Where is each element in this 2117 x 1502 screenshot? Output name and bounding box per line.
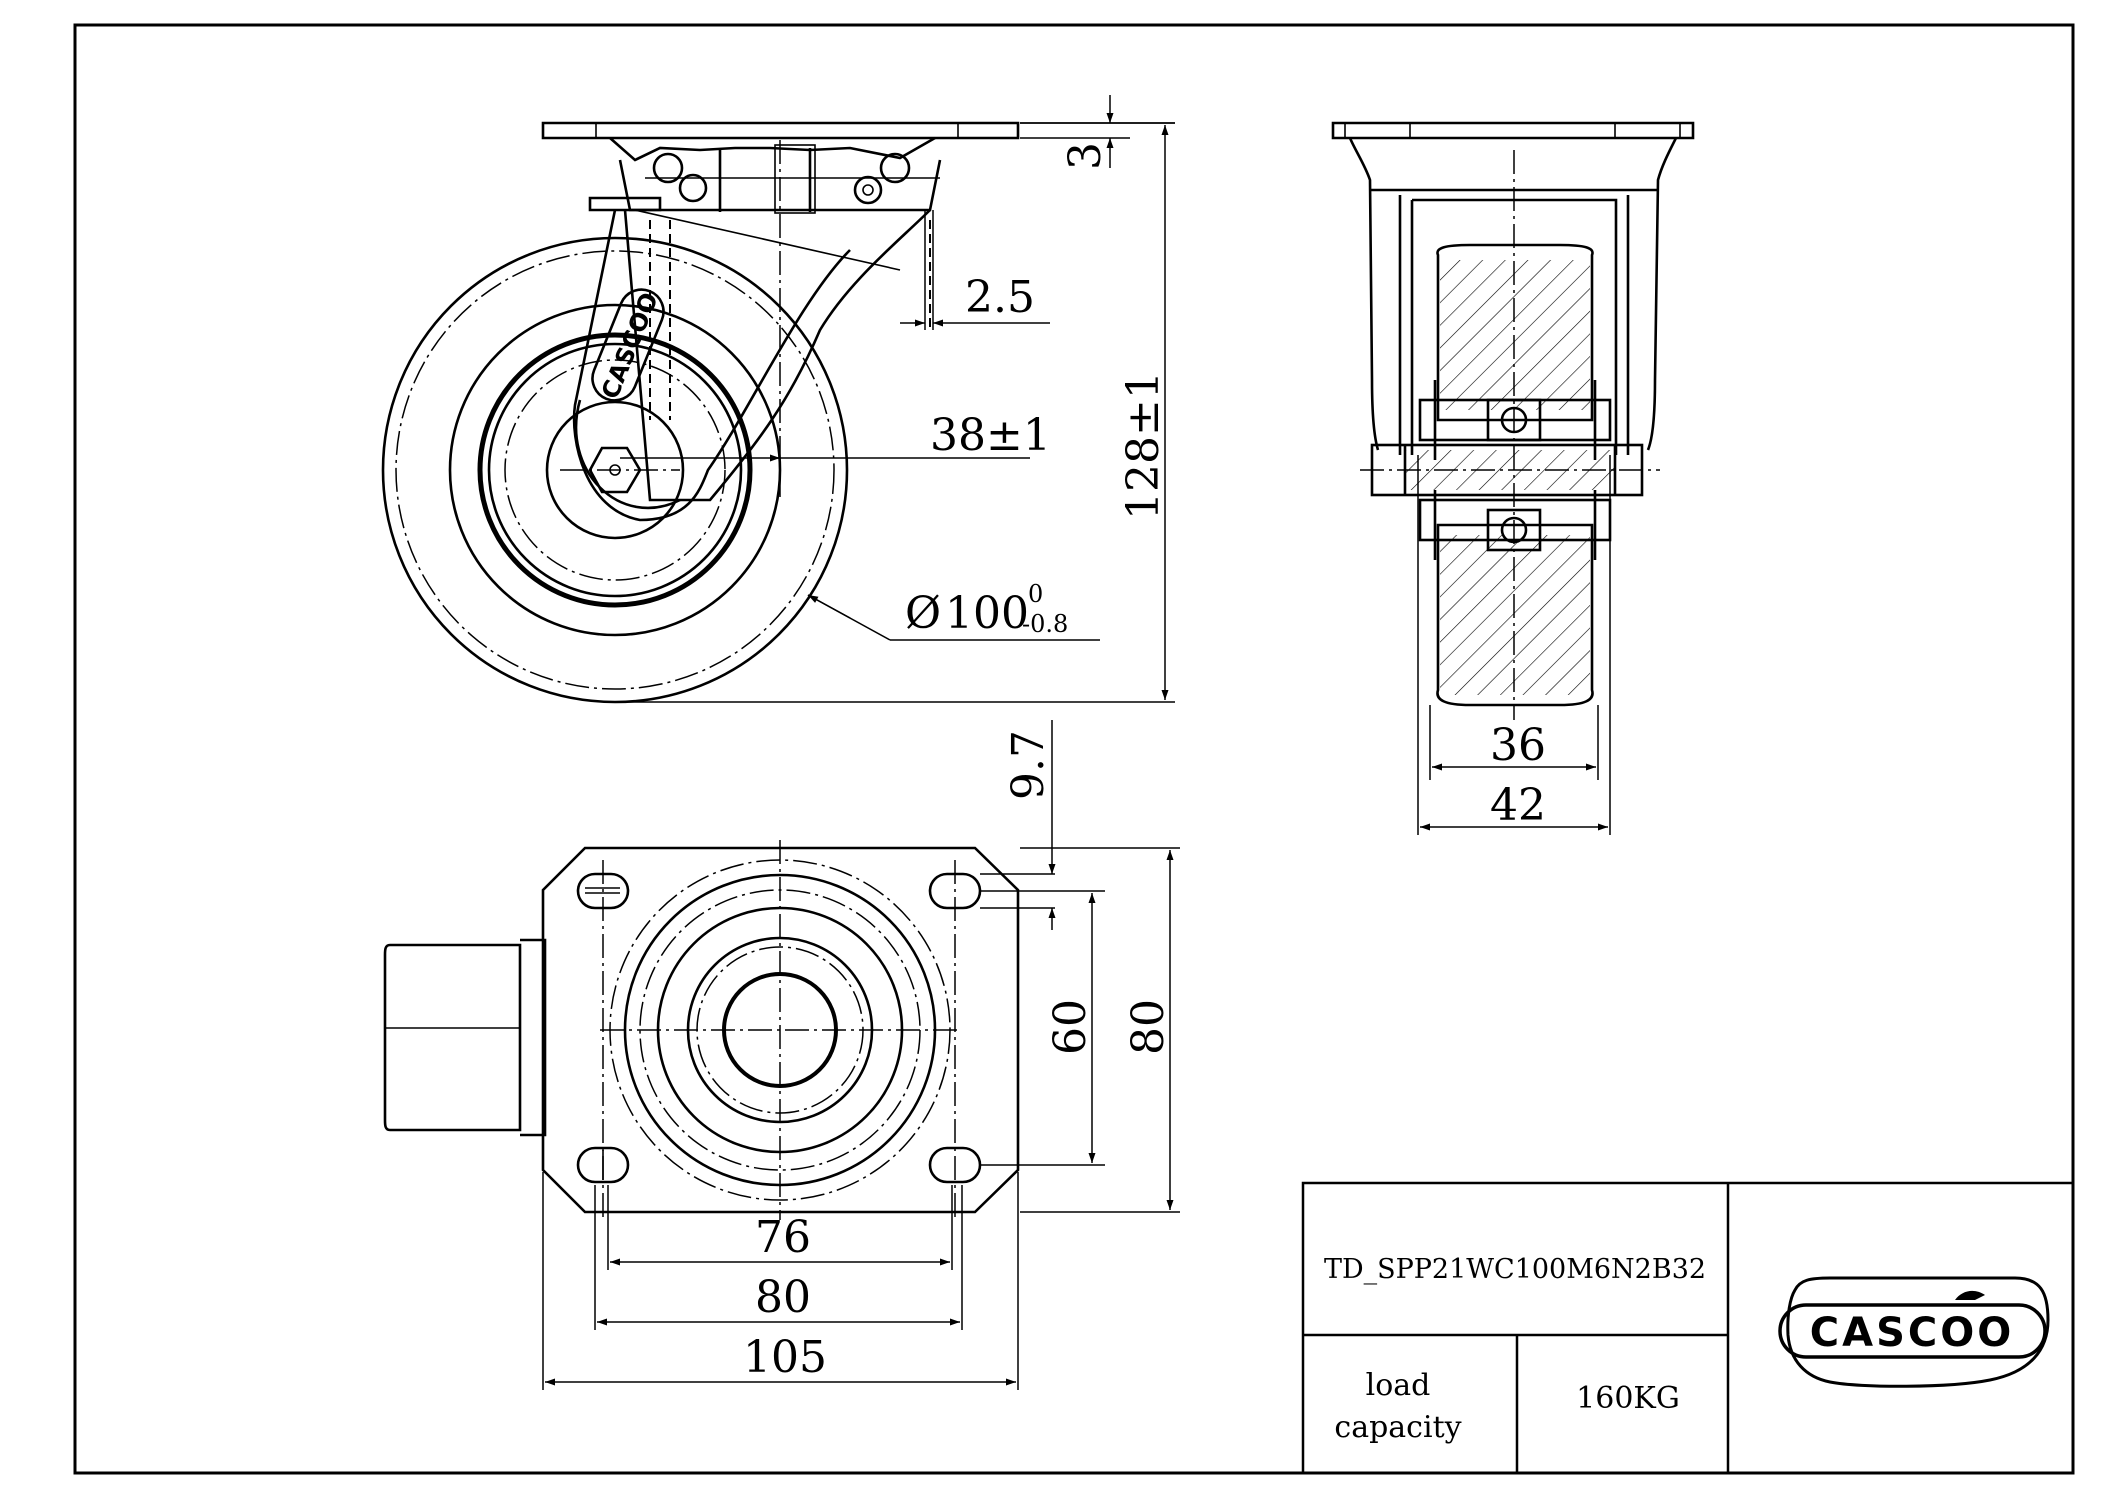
front-view — [1331, 121, 1695, 720]
wheel-tread-inner — [448, 303, 782, 637]
dim-hole-spacing-long-outer: 80 — [755, 1272, 811, 1323]
dim-hole-spacing-short: 60 — [1045, 999, 1096, 1055]
dim-wheel-diameter: Ø 100 0 -0.8 — [905, 580, 1068, 639]
mounting-plate — [541, 846, 1020, 1214]
front-fork-left — [1348, 137, 1380, 451]
bearing-ball-right — [879, 152, 911, 184]
dim-tread-width: 36 — [1490, 720, 1546, 771]
svg-text:0: 0 — [1028, 580, 1043, 608]
drawing-border — [73, 23, 2075, 1475]
title-block: TD_SPP21WC100M6N2B32 load capacity 160KG… — [1301, 1181, 2075, 1475]
swivel-housing — [609, 136, 936, 162]
bearing-ball-left — [652, 152, 684, 184]
side-view-dimensions: 3 2.5 38±1 128±1 Ø 100 0 -0.8 — [615, 95, 1175, 703]
load-value: 160KG — [1576, 1381, 1680, 1416]
dim-plate-length: 105 — [743, 1332, 827, 1383]
dim-swivel-offset: 38±1 — [930, 410, 1051, 461]
svg-text:-0.8: -0.8 — [1022, 610, 1068, 638]
dim-plate-width: 80 — [1123, 999, 1174, 1055]
load-label-line2: capacity — [1334, 1410, 1461, 1445]
model-code: TD_SPP21WC100M6N2B32 — [1324, 1254, 1706, 1285]
dim-hole-spacing-long: 76 — [755, 1212, 811, 1263]
wheel-hub — [545, 400, 685, 540]
dim-offset: 2.5 — [965, 272, 1035, 323]
top-view — [383, 840, 1020, 1220]
svg-text:100: 100 — [945, 588, 1029, 639]
front-wheel-upper — [1436, 243, 1594, 422]
front-view-dimensions: 36 42 — [1417, 455, 1611, 835]
svg-text:Ø: Ø — [905, 588, 941, 639]
top-view-dimensions: 9.7 60 80 76 80 105 — [542, 720, 1180, 1390]
load-label-line1: load — [1366, 1368, 1431, 1403]
dim-hole-slot: 9.7 — [1003, 730, 1054, 800]
brake-lever — [588, 196, 662, 212]
dim-plate-thickness: 3 — [1060, 142, 1111, 170]
fork-leg — [623, 209, 931, 502]
top-plate — [541, 121, 1020, 140]
dim-overall-height: 128±1 — [1118, 371, 1169, 520]
company-logo: CASCOO — [1778, 1276, 2050, 1388]
brake-pedal — [383, 943, 522, 1132]
front-wheel-lower — [1436, 523, 1594, 707]
front-fork-right — [1646, 137, 1678, 451]
front-top-plate — [1331, 121, 1695, 140]
svg-text:CASCOO: CASCOO — [1810, 1310, 2014, 1356]
dim-wheel-width: 42 — [1490, 780, 1546, 831]
